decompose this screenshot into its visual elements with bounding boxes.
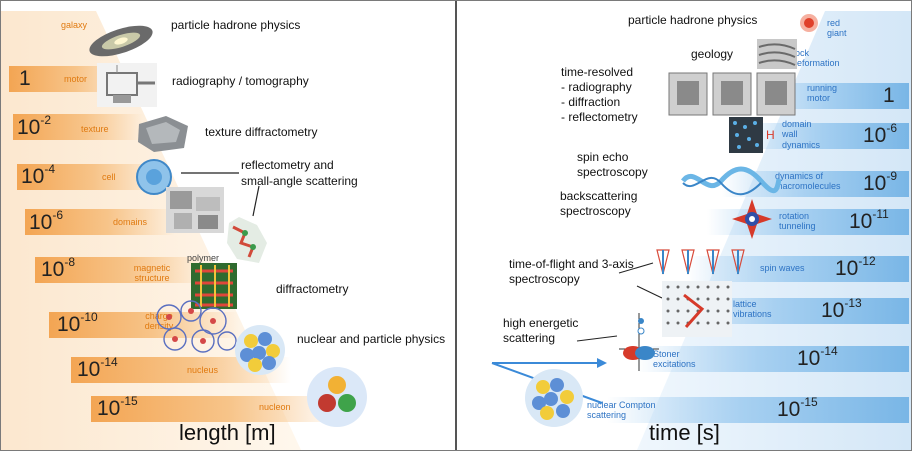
tag-texture: texture — [81, 124, 109, 134]
stoner-icon — [619, 313, 659, 371]
cell-icon — [136, 159, 172, 195]
length-value-1: 1 — [19, 67, 31, 90]
time-value-1e-9: 10-9 — [863, 169, 898, 195]
tag-cell: cell — [102, 172, 116, 182]
galaxy-icon — [89, 25, 153, 57]
tag-spin-waves: spin waves — [760, 263, 805, 273]
time-band-1e-12 — [687, 256, 909, 282]
time-value-1e-12: 10-12 — [835, 254, 876, 280]
technique-reflectometry-line2: small-angle scattering — [241, 174, 358, 188]
rotation-tunneling-icon — [732, 199, 772, 239]
length-value-1e-8: 10-8 — [41, 255, 76, 281]
time-value-1e-13: 10-13 — [821, 296, 862, 322]
texture-rock-icon — [138, 116, 188, 152]
polymer-icon — [227, 217, 267, 263]
magnetic-structure-icon — [191, 263, 237, 309]
length-value-1e-14: 10-14 — [77, 355, 118, 381]
technique-reflectometry-line1: reflectometry and — [241, 158, 334, 172]
tag-polymer: polymer — [187, 253, 220, 263]
nuclear-compton-icon — [525, 369, 583, 427]
red-giant-icon — [800, 14, 818, 32]
tag-domains: domains — [113, 217, 148, 227]
length-band-1e-8 — [35, 257, 205, 283]
technique-nuclear-particle-physics: nuclear and particle physics — [297, 332, 446, 346]
panel-divider — [455, 1, 457, 450]
technique-texture-diffractometry: texture diffractometry — [205, 125, 318, 139]
length-axis-label: length [m] — [179, 420, 276, 445]
length-scale-panel: 1 10-2 10-4 10-6 10-8 10-10 10-14 10-15 … — [1, 1, 455, 450]
length-value-1e-2: 10-2 — [17, 113, 52, 139]
technique-time-resolved: time-resolved - radiography - diffractio… — [561, 65, 638, 124]
time-value-1: 1 — [883, 84, 895, 107]
technique-particle-hadrone-physics-right: particle hadrone physics — [628, 13, 758, 27]
time-band-1e-15 — [607, 397, 909, 423]
length-value-1e-6: 10-6 — [29, 208, 64, 234]
length-value-1e-4: 10-4 — [21, 162, 56, 188]
time-value-1e-11: 10-11 — [849, 207, 889, 233]
length-band-1e-4 — [17, 164, 157, 190]
svg-text:H: H — [766, 128, 775, 142]
tag-motor: motor — [64, 74, 88, 84]
rock-deformation-icon — [757, 39, 797, 69]
domain-wall-icon: H — [729, 117, 775, 153]
running-motor-icon — [668, 72, 796, 116]
time-band-1e-11 — [707, 209, 909, 235]
length-value-1e-15: 10-15 — [97, 394, 138, 420]
nucleon-icon — [307, 367, 367, 427]
time-value-1e-15: 10-15 — [777, 395, 818, 421]
length-band-1e-10 — [49, 312, 239, 338]
charge-density-icon — [156, 300, 237, 353]
time-axis-label: time [s] — [649, 420, 720, 445]
length-value-1e-10: 10-10 — [57, 310, 98, 336]
time-scale-panel: 1 10-6 10-9 10-11 10-12 10-13 10-14 10-1… — [457, 1, 911, 450]
tag-nucleus: nucleus — [187, 365, 219, 375]
domains-icon — [166, 187, 224, 233]
reflectometry-pointer-lines — [181, 172, 260, 217]
technique-geology: geology — [691, 47, 734, 61]
tag-galaxy: galaxy — [61, 20, 88, 30]
time-value-1e-14: 10-14 — [797, 344, 838, 370]
tag-nucleon: nucleon — [259, 402, 291, 412]
length-band-1e-6 — [25, 209, 175, 235]
length-band-1e-15 — [91, 396, 341, 422]
technique-radiography-tomography: radiography / tomography — [172, 74, 309, 88]
nucleus-icon — [235, 325, 285, 375]
tag-charge-density: charge density — [144, 311, 174, 332]
technique-particle-hadrone-physics-left: particle hadrone physics — [171, 18, 301, 32]
tag-magnetic-structure: magnetic structure — [133, 263, 171, 284]
length-band-1e-2 — [13, 114, 143, 140]
time-band-1e-6 — [742, 123, 909, 149]
technique-diffractometry: diffractometry — [276, 282, 349, 296]
macromolecule-icon — [681, 166, 781, 196]
time-band-1e-14 — [637, 346, 909, 372]
motor-icon — [97, 63, 157, 107]
spin-waves-icon — [656, 249, 745, 275]
time-value-1e-6: 10-6 — [863, 121, 898, 147]
lattice-vibrations-icon — [662, 281, 732, 337]
